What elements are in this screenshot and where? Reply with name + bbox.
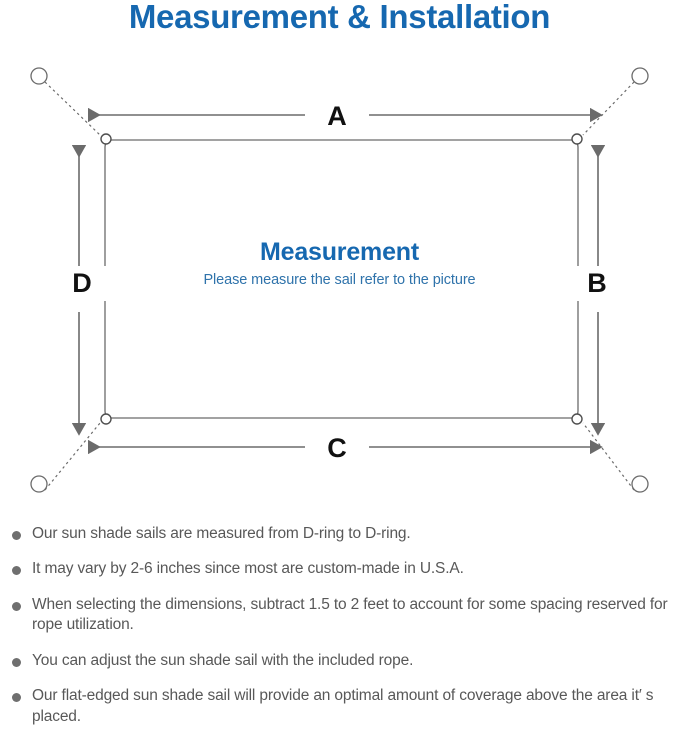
page-title: Measurement & Installation: [128, 0, 551, 35]
list-item: It may vary by 2-6 inches since most are…: [0, 559, 679, 579]
list-item-text: Our sun shade sails are measured from D-…: [32, 525, 411, 542]
sail-rectangle: [104, 139, 579, 419]
d-ring-bottom-right: [571, 413, 583, 425]
d-ring-bottom-left: [100, 413, 112, 425]
anchor-top-right: [631, 67, 649, 85]
rope-lines: [44, 81, 635, 491]
measurement-diagram: [0, 48, 679, 518]
bullet-icon: [12, 566, 21, 576]
list-item: Our sun shade sails are measured from D-…: [0, 524, 679, 544]
anchor-bottom-right: [631, 475, 649, 493]
rope-line-top-left: [44, 81, 101, 136]
d-rings: [100, 133, 583, 425]
d-ring-top-right: [571, 133, 583, 145]
dimension-label-c: C: [305, 432, 369, 465]
rope-line-bottom-left: [44, 422, 101, 491]
bullet-icon: [12, 693, 21, 703]
dimension-label-b: B: [570, 266, 624, 301]
list-item-text: Our flat-edged sun shade sail will provi…: [32, 687, 654, 725]
d-ring-top-left: [100, 133, 112, 145]
list-item: When selecting the dimensions, subtract …: [0, 595, 679, 636]
list-item-text: You can adjust the sun shade sail with t…: [32, 651, 414, 669]
anchor-top-left: [30, 67, 48, 85]
anchor-rings: [30, 67, 649, 493]
bullet-icon: [12, 531, 21, 540]
rope-line-top-right: [582, 81, 635, 136]
list-item-text: It may vary by 2-6 inches since most are…: [32, 560, 464, 578]
notes-list: Our sun shade sails are measured from D-…: [0, 524, 679, 742]
bullet-icon: [12, 657, 21, 667]
rope-line-bottom-right: [582, 422, 635, 491]
list-item-text: When selecting the dimensions, subtract …: [32, 595, 668, 634]
list-item: Our flat-edged sun shade sail will provi…: [0, 686, 679, 727]
dimension-label-d: D: [55, 266, 109, 301]
dimension-label-a: A: [305, 100, 369, 133]
anchor-bottom-left: [30, 475, 48, 493]
list-item: You can adjust the sun shade sail with t…: [0, 651, 679, 671]
bullet-icon: [12, 601, 21, 611]
